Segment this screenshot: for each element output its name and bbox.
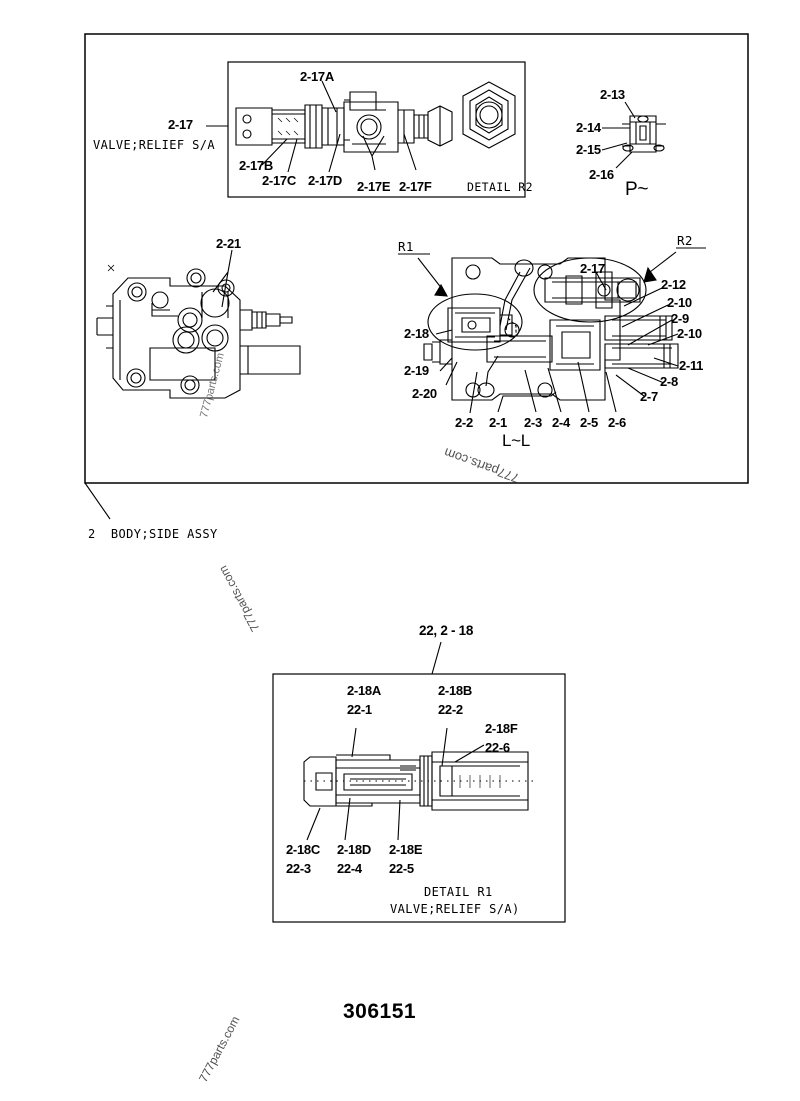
label-2-17C: 2-17C [262, 173, 296, 188]
label-valve-relief-sa: VALVE;RELIEF S/A [93, 138, 215, 152]
label-2-19: 2-19 [404, 363, 429, 378]
label-2-6: 2-6 [608, 415, 626, 430]
label-22-6: 22-6 [485, 740, 510, 755]
label-2-17B: 2-17B [239, 158, 273, 173]
label-2-18E: 2-18E [389, 842, 423, 857]
label-2-5: 2-5 [580, 415, 598, 430]
region-mark-r2: R2 [677, 233, 693, 248]
label-22-5: 22-5 [389, 861, 414, 876]
main-frame-border [84, 33, 749, 484]
detail-r1-subtitle: VALVE;RELIEF S/A) [390, 902, 520, 916]
label-2-13: 2-13 [600, 87, 625, 102]
label-22-4: 22-4 [337, 861, 362, 876]
label-2-17-main: 2-17 [580, 261, 605, 276]
label-2-9: 2-9 [671, 311, 689, 326]
callout-body-side-assy: 2 BODY;SIDE ASSY [88, 527, 218, 541]
section-ll-drawing [423, 257, 679, 401]
label-2-14: 2-14 [576, 120, 601, 135]
label-2-15: 2-15 [576, 142, 601, 157]
section-mark-ll: L~L [502, 431, 530, 450]
label-2-12: 2-12 [661, 277, 686, 292]
label-2-4: 2-4 [552, 415, 570, 430]
relief-valve-r1-drawing [303, 751, 535, 811]
label-2-16: 2-16 [589, 167, 614, 182]
label-22-1: 22-1 [347, 702, 372, 717]
label-2-17A: 2-17A [300, 69, 334, 84]
p-section-drawing [622, 115, 666, 153]
relief-valve-r2-drawing [235, 81, 516, 153]
label-22-3: 22-3 [286, 861, 311, 876]
label-2-18B: 2-18B [438, 683, 472, 698]
region-mark-r1: R1 [398, 239, 414, 254]
label-22-2: 22-2 [438, 702, 463, 717]
leader-lines [84, 80, 706, 841]
detail-r1-title: DETAIL R1 [424, 885, 493, 899]
label-2-18A: 2-18A [347, 683, 381, 698]
label-2-18F: 2-18F [485, 721, 518, 736]
label-2-10-upper: 2-10 [667, 295, 692, 310]
detail-r2-title: DETAIL R2 [467, 180, 533, 194]
label-2-20: 2-20 [412, 386, 437, 401]
label-2-18: 2-18 [404, 326, 429, 341]
label-2-18D: 2-18D [337, 842, 371, 857]
section-mark-p: P~ [625, 179, 649, 200]
detail-r2-box [227, 61, 526, 198]
label-2-17: 2-17 [168, 117, 193, 132]
label-2-17D: 2-17D [308, 173, 342, 188]
label-2-17E: 2-17E [357, 179, 391, 194]
body-side-view-drawing [96, 264, 301, 399]
label-2-7: 2-7 [640, 389, 658, 404]
detail-r1-top-title: 22, 2 - 18 [419, 623, 474, 638]
label-2-3: 2-3 [524, 415, 542, 430]
label-2-1: 2-1 [489, 415, 507, 430]
label-2-11: 2-11 [679, 358, 704, 373]
label-2-8: 2-8 [660, 374, 678, 389]
label-2-17F: 2-17F [399, 179, 432, 194]
part-number: 306151 [343, 1000, 417, 1023]
label-2-21: 2-21 [216, 236, 241, 251]
label-2-10-lower: 2-10 [677, 326, 702, 341]
detail-r1-box [272, 673, 566, 923]
label-2-2: 2-2 [455, 415, 473, 430]
label-2-18C: 2-18C [286, 842, 320, 857]
